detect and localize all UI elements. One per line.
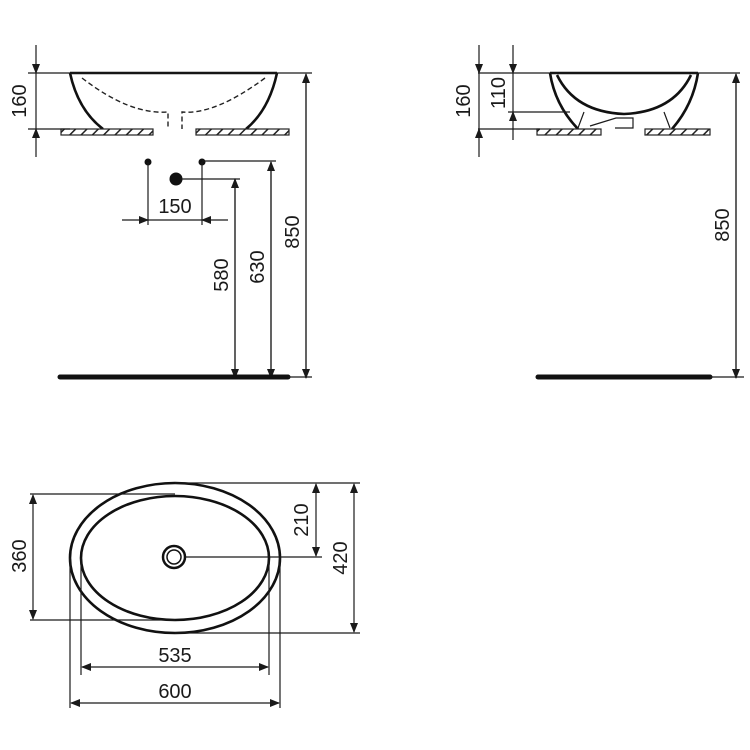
basin-outer-rim: [68, 481, 282, 635]
dim-waste-height: 580: [211, 258, 233, 291]
countertop-left: [60, 128, 154, 136]
countertop-side-right: [644, 128, 711, 136]
dim-tap-spacing: 150: [158, 196, 191, 218]
dim-rim-height-front: 850: [282, 215, 304, 248]
dim-outer-depth: 420: [330, 541, 352, 574]
dim-inner-depth: 360: [9, 539, 31, 572]
front-view: 160 150 580 630 850: [9, 45, 312, 380]
basin-inner-bowl: [79, 494, 271, 622]
basin-inner-dashed: [81, 77, 266, 129]
side-view: 160 110 850: [453, 45, 744, 380]
dim-basin-height-front: 160: [9, 84, 31, 117]
countertop-right: [195, 128, 290, 136]
basin-front-outline: [68, 72, 279, 131]
countertop-side-left: [536, 128, 602, 136]
dim-inner-width: 535: [158, 645, 191, 667]
plan-view: 360 210 420 535 600: [9, 481, 360, 708]
waste-outlet: [169, 172, 183, 186]
dim-waste-offset: 210: [291, 503, 313, 536]
dim-outer-width: 600: [158, 681, 191, 703]
dim-basin-height-side: 160: [453, 84, 475, 117]
basin-side-bowl: [555, 74, 693, 116]
dim-bowl-depth: 110: [488, 77, 510, 109]
basin-side-outer: [548, 72, 700, 130]
dim-rim-height-side: 850: [712, 208, 734, 241]
dim-tap-height: 630: [247, 250, 269, 283]
